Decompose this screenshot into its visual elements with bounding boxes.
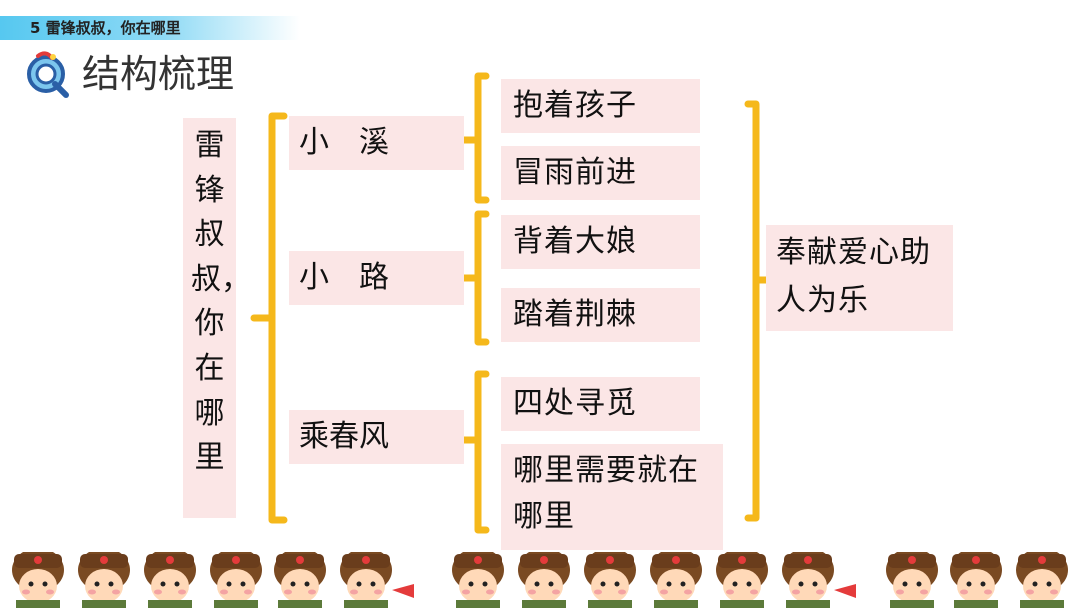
- leaf-node: 哪里需要就在哪里: [501, 444, 723, 550]
- mascot-border: [12, 552, 1068, 608]
- leaf-node: 冒雨前进: [501, 146, 700, 200]
- header-bar: [0, 16, 300, 40]
- branch1-bracket: [460, 72, 490, 204]
- branch3-bracket: [460, 370, 490, 534]
- branch-node: 小 路: [289, 251, 464, 305]
- magnifier-q-icon: [27, 51, 69, 98]
- leaf-node: 踏着荆棘: [501, 288, 700, 342]
- branch-node: 乘春风: [289, 410, 464, 464]
- branch-node: 小 溪: [289, 116, 464, 170]
- summary-node: 奉献爱心助人为乐: [766, 225, 953, 331]
- root-bracket: [250, 112, 288, 524]
- root-node: 雷锋叔叔，你在哪里: [183, 118, 251, 518]
- leaf-node: 四处寻觅: [501, 377, 700, 431]
- branch2-bracket: [460, 210, 490, 346]
- section-title: 结构梳理: [82, 52, 235, 96]
- lesson-title: 5 雷锋叔叔，你在哪里: [30, 19, 181, 37]
- summary-bracket: [744, 100, 770, 522]
- mascot-icons: [12, 552, 1068, 608]
- leaf-node: 抱着孩子: [501, 79, 700, 133]
- leaf-node: 背着大娘: [501, 215, 700, 269]
